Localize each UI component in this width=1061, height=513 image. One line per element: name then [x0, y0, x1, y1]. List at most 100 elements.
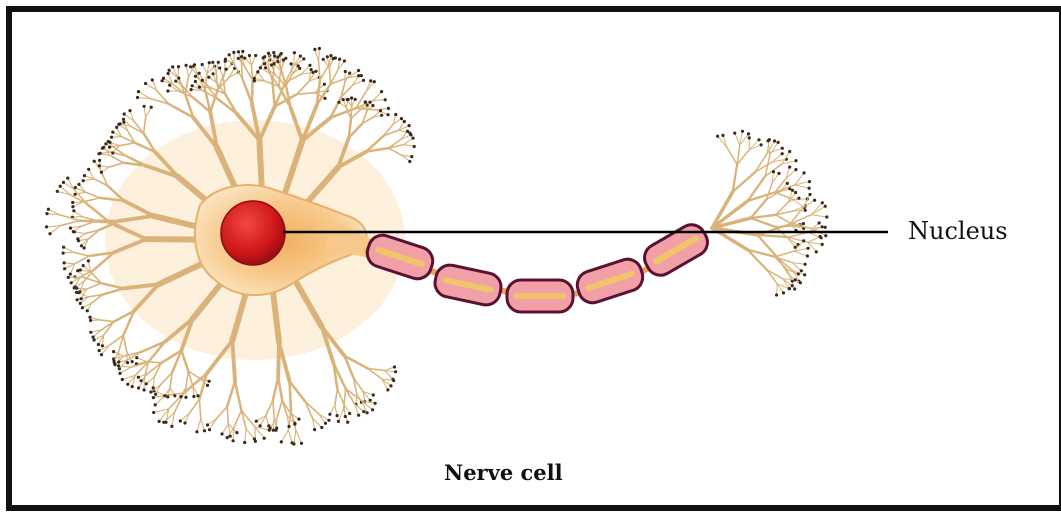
dendrite-branch [100, 320, 114, 322]
dendrite-tip [206, 384, 209, 387]
dendrite-tip [393, 365, 396, 368]
dendrite-tip [819, 235, 822, 238]
dendrite-tip [290, 62, 293, 65]
dendrite-tip [47, 208, 50, 211]
dendrite-tip [821, 201, 824, 204]
dendrite-branch [808, 237, 820, 243]
dendrite-tip [772, 170, 775, 173]
dendrite-branch [277, 401, 282, 418]
dendrite-tip [70, 281, 73, 284]
dendrite-tip [131, 385, 134, 388]
dendrite-branch [337, 389, 344, 404]
dendrite-tip [259, 66, 262, 69]
dendrite-tip [166, 89, 169, 92]
dendrite-branch [153, 377, 154, 388]
dendrite-tip [100, 353, 103, 356]
dendrite-branch [794, 251, 807, 256]
dendrite-tip [190, 88, 193, 91]
dendrite-branch [197, 419, 201, 432]
dendrite-tip [721, 134, 724, 137]
dendrite-tip [62, 246, 65, 249]
dendrite-tip [158, 420, 161, 423]
dendrite-tip [126, 383, 129, 386]
dendrite-tip [97, 343, 100, 346]
myelin-segment [574, 256, 647, 307]
dendrite-tip [179, 395, 182, 398]
dendrite-tip [264, 66, 267, 69]
dendrite-tip [357, 74, 360, 77]
dendrite-tip [777, 172, 780, 175]
dendrite-branch [297, 81, 309, 94]
dendrite-tip [243, 57, 246, 60]
dendrite-tip [104, 142, 107, 145]
nucleus-label: Nucleus [908, 217, 1008, 245]
dendrite-branch [252, 80, 253, 103]
dendrite-branch [104, 322, 114, 335]
dendrite-tip [228, 53, 231, 56]
dendrite-tip [276, 60, 279, 63]
dendrite-tip [66, 177, 69, 180]
dendrite-tip [287, 425, 290, 428]
dendrite-tip [802, 171, 805, 174]
dendrite-tip [788, 287, 791, 290]
dendrite-branch [294, 53, 295, 66]
dendrite-tip [189, 65, 192, 68]
dendrite-tip [254, 54, 257, 57]
dendrite-tip [63, 261, 66, 264]
dendrite-tip [194, 80, 197, 83]
dendrite-tip [800, 269, 803, 272]
dendrite-tip [821, 225, 824, 228]
dendrite-branch [793, 199, 804, 207]
dendrite-branch [346, 389, 362, 401]
diagram-caption: Nerve cell [444, 460, 563, 485]
dendrite-tip [151, 78, 154, 81]
dendrite-tip [69, 273, 72, 276]
dendrite-tip [226, 436, 229, 439]
dendrite-branch [811, 215, 827, 217]
dendrite-tip [794, 191, 797, 194]
dendrite-branch [220, 68, 224, 79]
dendrite-tip [824, 226, 827, 229]
dendrite-tip [775, 293, 778, 296]
dendrite-tip [802, 222, 805, 225]
dendrite-tip [757, 138, 760, 141]
dendrite-tip [781, 147, 784, 150]
dendrite-tip [136, 96, 139, 99]
dendrite-branch [727, 147, 737, 164]
dendrite-tip [131, 360, 134, 363]
dendrite-branch [351, 110, 360, 119]
dendrite-tip [212, 72, 215, 75]
dendrite-branch [259, 140, 262, 192]
dendrite-tip [276, 56, 279, 59]
dendrite-tip [45, 225, 48, 228]
dendrite-tip [232, 439, 235, 442]
dendrite-tip [263, 437, 266, 440]
dendrite-tip [93, 338, 96, 341]
dendrite-tip [300, 442, 303, 445]
dendrite-tip [150, 106, 153, 109]
dendrite-branch [338, 409, 343, 421]
dendrite-tip [237, 57, 240, 60]
dendrite-branch [388, 148, 401, 155]
dendrite-tip [77, 183, 80, 186]
dendrite-tip [760, 143, 763, 146]
dendrite-tip [825, 215, 828, 218]
dendrite-tip [267, 424, 270, 427]
dendrite-tip [747, 132, 750, 135]
dendrite-tip [152, 396, 155, 399]
dendrite-branch [296, 430, 302, 443]
dendrite-tip [403, 120, 406, 123]
dendrite-branch [777, 284, 778, 295]
dendrite-tip [62, 252, 65, 255]
dendrite-tip [411, 137, 414, 140]
dendrite-tip [273, 54, 276, 57]
dendrite-tip [80, 297, 83, 300]
dendrite-tip [777, 141, 780, 144]
dendrite-tip [280, 52, 283, 55]
dendrite-tip [113, 363, 116, 366]
dendrite-tip [208, 428, 211, 431]
dendrite-tip [203, 429, 206, 432]
dendrite-tip [117, 360, 120, 363]
dendrite-tip [807, 247, 810, 250]
dendrite-branch [278, 343, 279, 377]
